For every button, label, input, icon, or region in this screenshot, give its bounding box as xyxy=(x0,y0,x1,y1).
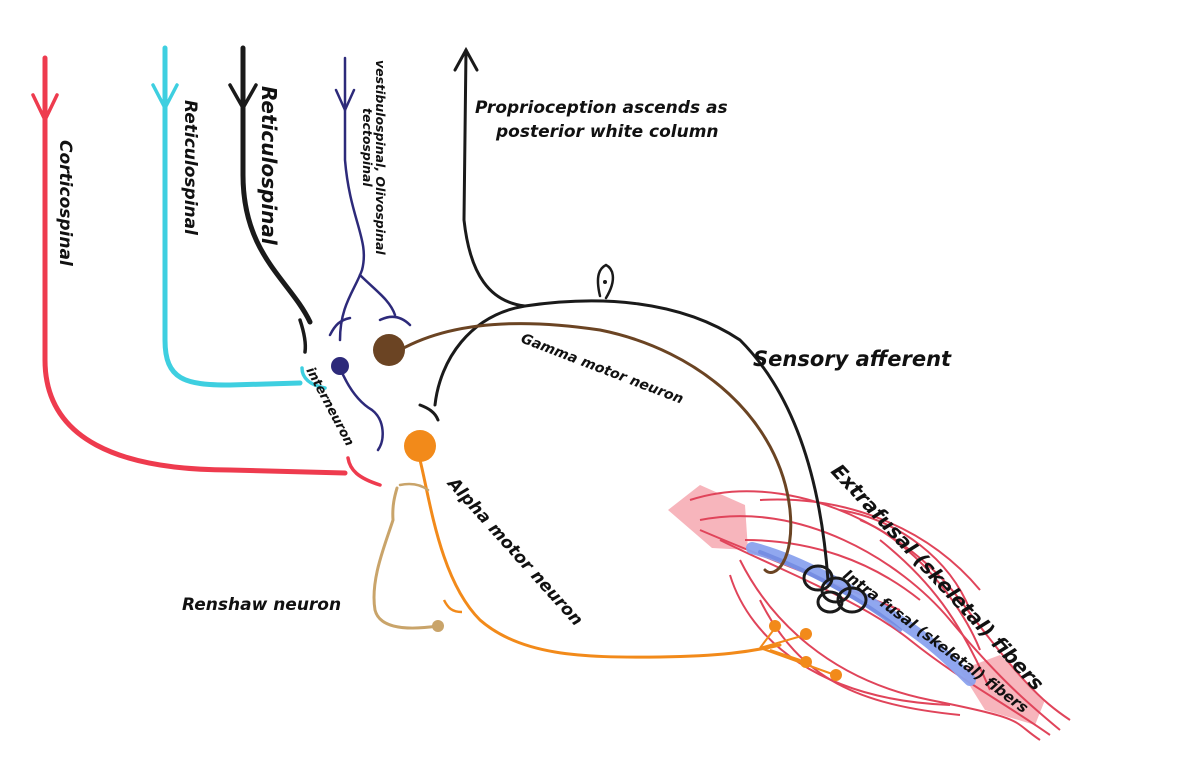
gamma-motor-neuron-body xyxy=(373,334,405,366)
label-renshaw-neuron: Renshaw neuron xyxy=(182,595,341,615)
extrafusal-tendon-left xyxy=(668,485,748,550)
reticulospinal-tract-right xyxy=(228,45,313,354)
interneuron-body xyxy=(331,357,349,375)
intrafusal-fiber xyxy=(746,542,976,686)
gamma-motor-neuron xyxy=(373,322,793,574)
alpha-motor-neuron xyxy=(404,430,842,681)
muscle-group xyxy=(668,485,1071,741)
reticulospinal-tract-left xyxy=(151,45,327,390)
label-gamma-motor-neuron: Gamma motor neuron xyxy=(519,331,686,408)
label-corticospinal: Corticospinal xyxy=(55,140,75,267)
renshaw-neuron xyxy=(372,482,444,632)
label-vestibulospinal-line1: vestibulospinal, Olivospinal xyxy=(373,60,388,255)
sensory-afferent-fiber xyxy=(418,46,868,614)
label-proprioception-line2: posterior white column xyxy=(495,122,719,142)
label-interneuron: interneuron xyxy=(302,365,356,449)
label-proprioception-line1: Proprioception ascends as xyxy=(475,98,728,118)
label-vestibulospinal-line2: tectospinal xyxy=(360,108,375,187)
label-sensory-afferent: Sensory afferent xyxy=(753,347,952,371)
label-alpha-motor-neuron: Alpha motor neuron xyxy=(442,472,587,630)
alpha-motor-neuron-body xyxy=(404,430,436,462)
vestibulospinal-tract xyxy=(328,56,412,452)
corticospinal-tract xyxy=(31,55,382,487)
label-reticulospinal-left: Reticulospinal xyxy=(180,100,200,236)
label-reticulospinal-right: Reticulospinal xyxy=(257,86,281,246)
